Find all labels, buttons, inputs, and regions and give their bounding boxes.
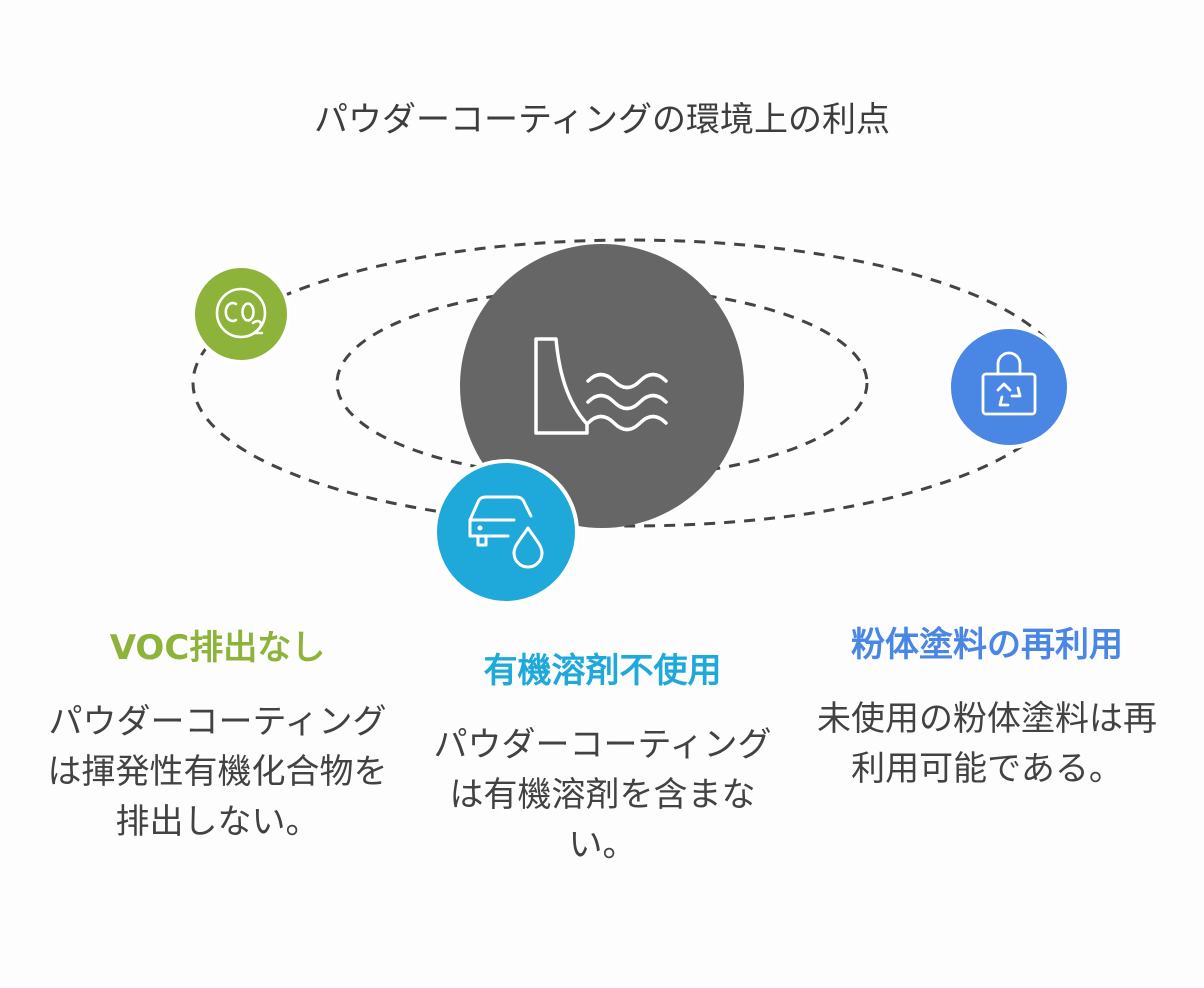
dam-water-icon — [534, 337, 668, 435]
solvent-column: 有機溶剤不使用 パウダーコーティングは有機溶剤を含まない。 — [430, 648, 775, 870]
voc-node — [191, 264, 291, 364]
voc-description: パウダーコーティングは揮発性有機化合物を排出しない。 — [47, 702, 388, 842]
reuse-column: 粉体塗料の再利用 未使用の粉体塗料は再利用可能である。 — [808, 622, 1166, 794]
reuse-description: 未使用の粉体塗料は再利用可能である。 — [817, 699, 1157, 789]
voc-heading: VOC排出なし — [109, 628, 326, 668]
solvent-heading: 有機溶剤不使用 — [483, 651, 722, 691]
solvent-node — [433, 459, 579, 605]
voc-column: VOC排出なし パウダーコーティングは揮発性有機化合物を排出しない。 — [40, 625, 395, 847]
reuse-heading: 粉体塗料の再利用 — [851, 625, 1123, 665]
center-node — [460, 244, 744, 528]
diagram-title: パウダーコーティングの環境上の利点 — [314, 100, 890, 140]
co2-icon — [215, 287, 267, 339]
reuse-node-circle — [947, 325, 1071, 449]
recycle-bag-icon — [981, 351, 1037, 416]
solvent-node-circle — [433, 459, 579, 605]
voc-node-circle — [191, 264, 291, 364]
solvent-description: パウダーコーティングは有機溶剤を含まない。 — [433, 725, 772, 865]
car-oil-drop-icon — [468, 495, 544, 569]
reuse-node — [947, 325, 1071, 449]
center-circle — [460, 244, 744, 528]
inner-orbit — [335, 286, 869, 480]
